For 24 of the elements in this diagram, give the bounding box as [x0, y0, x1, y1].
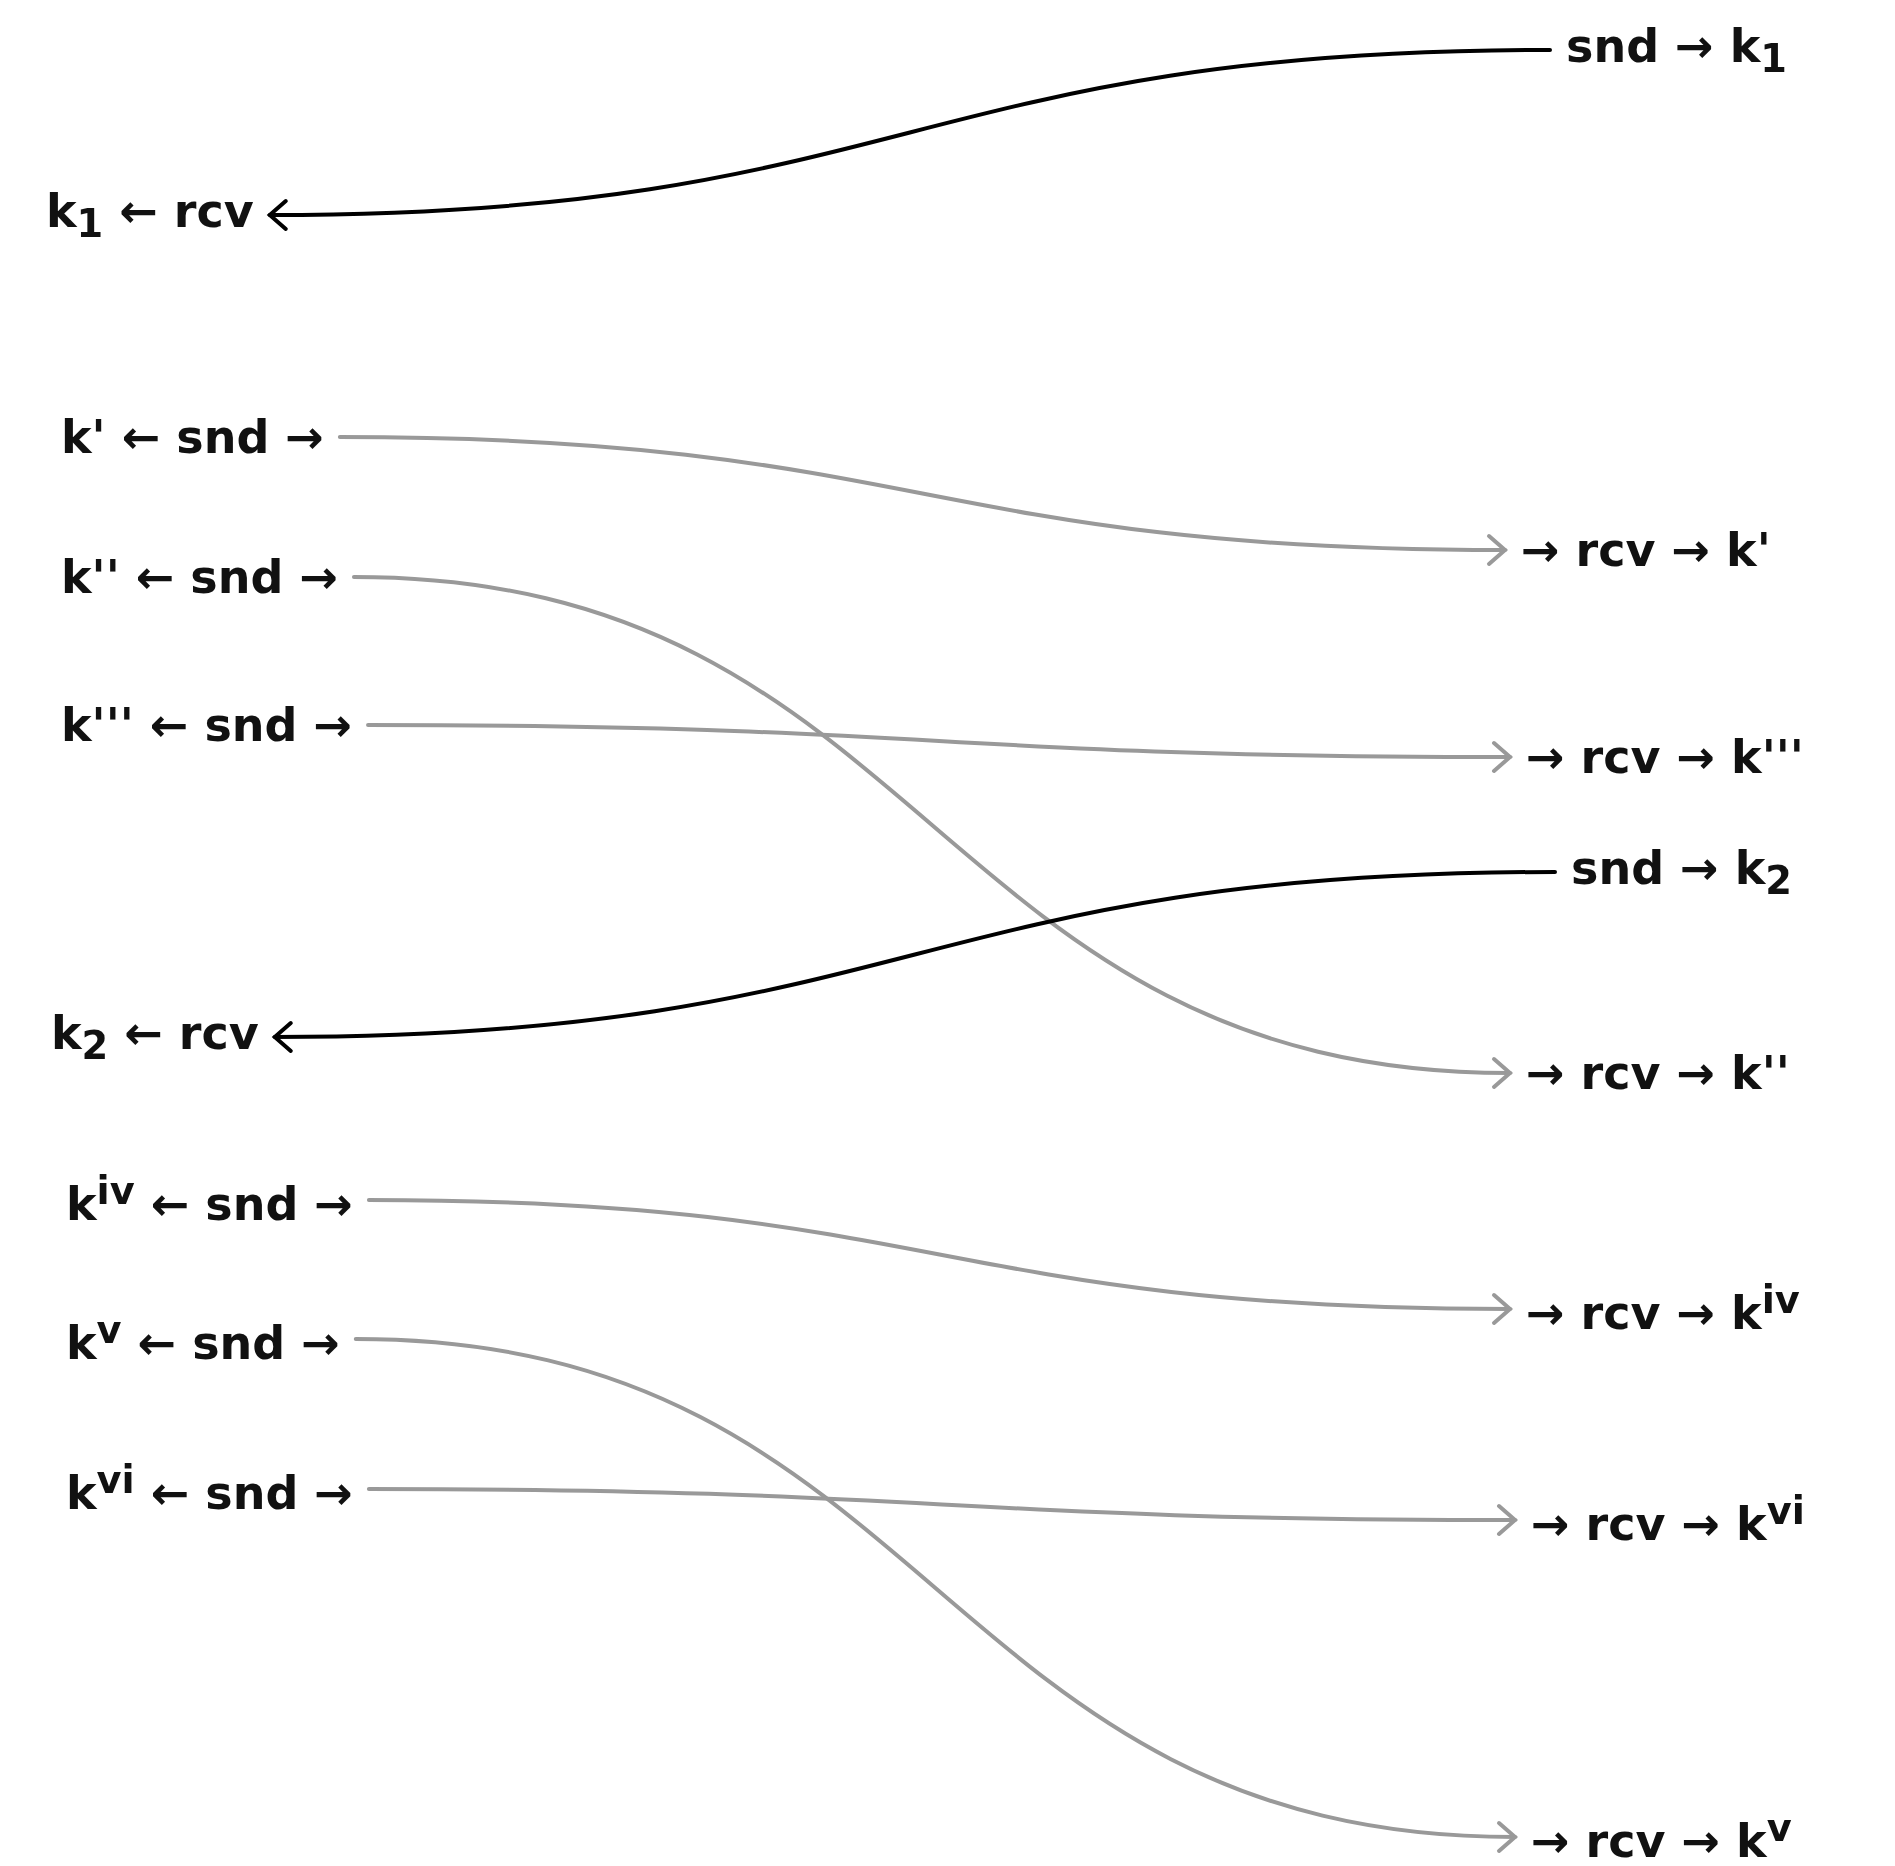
node-label: k$^{iv}$ ← snd → [60, 1164, 359, 1236]
node-label: k$^{vi}$ ← snd → [60, 1453, 359, 1525]
node-label: k' ← snd → [55, 406, 330, 468]
node-label: → rcv → k''' [1520, 726, 1810, 788]
arrow [272, 870, 1557, 1053]
node-label: k'' ← snd → [55, 546, 344, 608]
node-label: k$_{1}$ ← rcv [40, 179, 260, 251]
node-label: snd → k$_{2}$ [1565, 836, 1798, 908]
node-label: k$^{v}$ ← snd → [60, 1303, 346, 1375]
node-label: → rcv → k'' [1520, 1042, 1796, 1104]
node-label: → rcv → k$^{v}$ [1525, 1801, 1798, 1866]
node-label: k$_{2}$ ← rcv [45, 1001, 265, 1073]
arrow [337, 435, 1507, 566]
arrow [267, 48, 1552, 231]
arrow [353, 1337, 1517, 1852]
node-label: → rcv → k' [1515, 519, 1777, 581]
arrow [366, 1487, 1517, 1536]
arrow [366, 1198, 1512, 1325]
arrow [366, 723, 1512, 773]
arrow [351, 575, 1512, 1088]
node-label: snd → k$_{1}$ [1560, 14, 1793, 86]
node-label: k''' ← snd → [55, 694, 359, 756]
node-label: → rcv → k$^{vi}$ [1525, 1484, 1811, 1556]
node-label: → rcv → k$^{iv}$ [1520, 1273, 1806, 1345]
